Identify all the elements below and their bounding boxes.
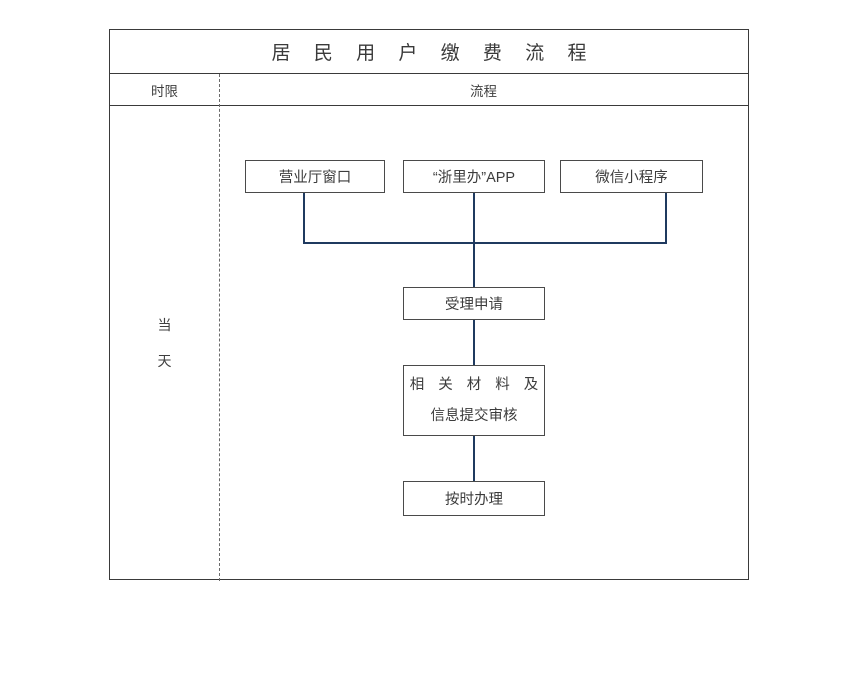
table-body-row: 当 天 <box>110 106 748 579</box>
node-accept-application[interactable]: 受理申请 <box>403 287 545 320</box>
time-limit-value-line1: 当 <box>157 316 172 333</box>
node-label: 微信小程序 <box>595 170 668 186</box>
node-business-hall-window[interactable]: 营业厅窗口 <box>245 160 385 193</box>
node-label: 营业厅窗口 <box>278 170 352 186</box>
node-label: 受理申请 <box>445 297 503 313</box>
time-limit-value: 当 天 <box>110 106 219 579</box>
page-title: 居 民 用 户 缴 费 流 程 <box>271 43 596 64</box>
node-submit-materials-review[interactable]: 相 关 材 料 及 信息提交审核 <box>403 365 545 436</box>
column-divider-dashed <box>219 74 220 581</box>
node-handle-on-time[interactable]: 按时办理 <box>403 481 545 516</box>
node-label-line1: 相 关 材 料 及 <box>409 376 544 393</box>
column-header-time-limit: 时限 <box>151 83 178 99</box>
node-label: “浙里办”APP <box>432 170 516 186</box>
table-header-row: 时限 流程 <box>110 74 748 106</box>
time-limit-value-line2: 天 <box>157 352 172 369</box>
table-title-row: 居 民 用 户 缴 费 流 程 <box>110 30 748 74</box>
node-wechat-miniprogram[interactable]: 微信小程序 <box>560 160 703 193</box>
node-label-line2: 信息提交审核 <box>430 407 518 424</box>
node-label: 按时办理 <box>445 492 503 508</box>
node-zhelishu-app[interactable]: “浙里办”APP <box>403 160 545 193</box>
column-header-process: 流程 <box>470 83 497 99</box>
